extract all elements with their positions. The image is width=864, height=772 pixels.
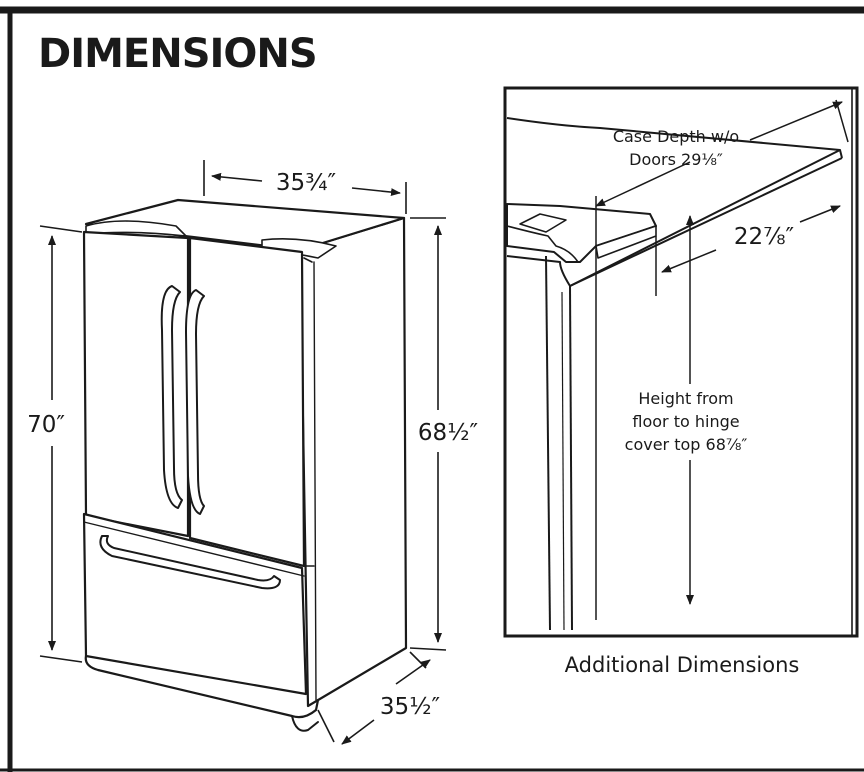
cabinet-top (84, 198, 406, 252)
overall-height-label: 70″ (27, 412, 65, 438)
door-depth-dimension (655, 205, 841, 296)
case-height-dimension (409, 217, 447, 651)
width-label: 35¾″ (276, 170, 337, 196)
inset-detail: Case Depth w/o Doors 29⅛″ 22⅞″ Height fr… (503, 86, 859, 638)
hinge-height-label-line2: floor to hinge (632, 412, 739, 431)
case-depth-label-line2: Doors 29⅛″ (629, 150, 723, 169)
page-border (0, 6, 864, 772)
inset-caption: Additional Dimensions (565, 653, 800, 677)
left-door-handle (160, 285, 183, 509)
case-height-label: 68½″ (418, 420, 479, 446)
page-title: DIMENSIONS (38, 31, 318, 77)
hinge-height-label-line1: Height from (638, 389, 733, 408)
overall-height-dimension (39, 225, 83, 663)
inset-frame (503, 86, 859, 638)
case-depth-dimension (595, 99, 849, 620)
freezer-drawer-handle (99, 535, 281, 590)
right-door-handle (185, 289, 205, 515)
refrigerator-illustration (82, 198, 408, 732)
width-dimension (203, 160, 407, 214)
hinge-height-label-line3: cover top 68⅞″ (625, 435, 748, 454)
depth-dimension (317, 651, 431, 745)
case-depth-label-line1: Case Depth w/o (613, 127, 739, 146)
depth-label: 35½″ (380, 694, 441, 720)
right-door (188, 236, 306, 568)
door-depth-label: 22⅞″ (734, 224, 795, 250)
